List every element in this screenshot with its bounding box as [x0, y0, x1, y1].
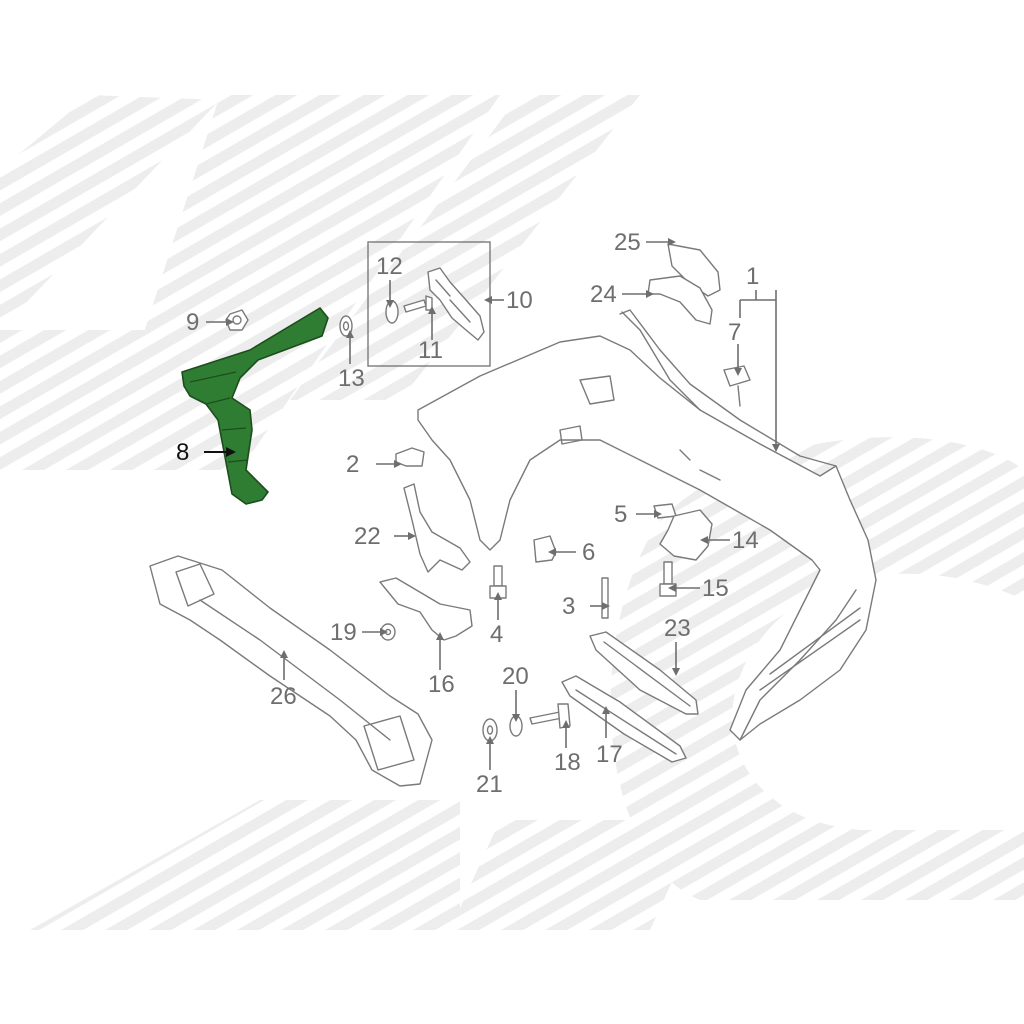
- part-14-bracket[interactable]: [659, 509, 713, 561]
- callout-15[interactable]: 15: [702, 575, 729, 602]
- part-26-beam[interactable]: [149, 555, 433, 787]
- group-box-10-12: [367, 241, 491, 367]
- callout-3[interactable]: 3: [562, 593, 575, 620]
- callout-23[interactable]: 23: [664, 615, 691, 642]
- part-12-washer[interactable]: [385, 300, 399, 324]
- callout-11[interactable]: 11: [418, 337, 443, 364]
- callout-12[interactable]: 12: [376, 253, 403, 280]
- callout-25[interactable]: 25: [614, 229, 641, 256]
- callout-16[interactable]: 16: [428, 671, 455, 698]
- callout-21[interactable]: 21: [476, 771, 503, 798]
- part-22-bracket[interactable]: [403, 483, 471, 573]
- callout-10[interactable]: 10: [506, 287, 533, 314]
- leader-arrowheads: [226, 238, 780, 744]
- part-17-reflector[interactable]: [561, 675, 687, 763]
- callout-14[interactable]: 14: [732, 527, 759, 554]
- callout-6[interactable]: 6: [582, 539, 595, 566]
- callout-4[interactable]: 4: [490, 621, 503, 648]
- callout-9[interactable]: 9: [186, 309, 199, 336]
- callout-18[interactable]: 18: [554, 749, 581, 776]
- part-8-bracket[interactable]: [181, 307, 329, 505]
- callout-24[interactable]: 24: [590, 281, 617, 308]
- part-10-bracket[interactable]: [427, 267, 485, 341]
- part-1-bumper-cover[interactable]: [417, 309, 877, 741]
- part-11-bolt[interactable]: [403, 295, 433, 313]
- callout-17[interactable]: 17: [596, 741, 623, 768]
- callout-2[interactable]: 2: [346, 451, 359, 478]
- part-23-reflector[interactable]: [589, 631, 699, 715]
- callout-22[interactable]: 22: [354, 523, 381, 550]
- callout-5[interactable]: 5: [614, 501, 627, 528]
- watermark-logo: [0, 95, 1024, 930]
- callout-26[interactable]: 26: [270, 683, 297, 710]
- part-25-cover[interactable]: [667, 243, 721, 297]
- leader-lines: [204, 241, 777, 770]
- part-6-clip[interactable]: [533, 535, 557, 563]
- callout-7[interactable]: 7: [728, 319, 741, 346]
- part-16-bracket[interactable]: [379, 577, 473, 641]
- callout-19[interactable]: 19: [330, 619, 357, 646]
- callout-labels: 1 2 3 4 5 6 7 8 9 10 11 12 13 14 15 16 1…: [176, 229, 759, 798]
- callout-1[interactable]: 1: [746, 263, 759, 290]
- callout-8[interactable]: 8: [176, 439, 189, 466]
- callout-20[interactable]: 20: [502, 663, 529, 690]
- part-3-stud[interactable]: [601, 577, 609, 619]
- part-13-washer[interactable]: [339, 315, 353, 337]
- callout-13[interactable]: 13: [338, 365, 365, 392]
